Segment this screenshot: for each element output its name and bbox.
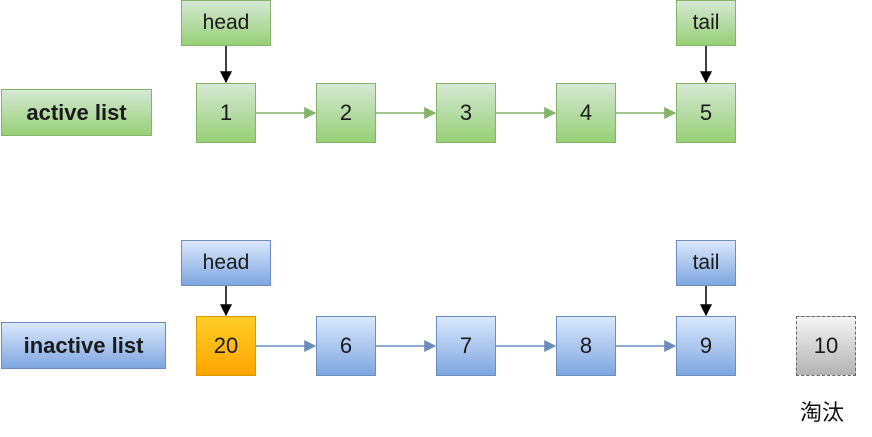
active-tail-pointer: tail xyxy=(676,0,736,46)
inactive-tail-pointer: tail xyxy=(676,240,736,286)
inactive-node: 6 xyxy=(316,316,376,376)
active-node: 5 xyxy=(676,83,736,143)
active-node: 4 xyxy=(556,83,616,143)
active-node: 2 xyxy=(316,83,376,143)
inactive-head-pointer: head xyxy=(181,240,271,286)
evicted-node: 10 xyxy=(796,316,856,376)
inactive-list-label: inactive list xyxy=(1,322,166,369)
active-head-pointer: head xyxy=(181,0,271,46)
inactive-node: 9 xyxy=(676,316,736,376)
active-node: 3 xyxy=(436,83,496,143)
inactive-node: 7 xyxy=(436,316,496,376)
inactive-node: 8 xyxy=(556,316,616,376)
evicted-label: 淘汰 xyxy=(800,401,845,426)
active-node: 1 xyxy=(196,83,256,143)
inactive-node-highlighted: 20 xyxy=(196,316,256,376)
active-list-label: active list xyxy=(1,89,152,136)
